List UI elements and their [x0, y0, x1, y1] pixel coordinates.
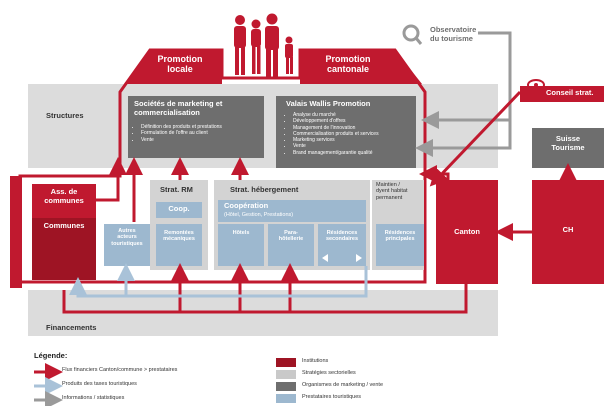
conseil-strat-label: Conseil strat. — [546, 88, 594, 97]
finance-flow-communes — [96, 157, 127, 202]
ch-box — [532, 180, 604, 284]
promotion-locale-label: Promotion locale — [157, 54, 203, 75]
promotion-locale-box — [124, 50, 222, 84]
coop-box — [156, 202, 202, 218]
valais-item: Commercialisation produits et services — [293, 131, 421, 137]
parahotellerie-label: Para- hôtellerie — [278, 230, 304, 243]
valais-wallis-box — [276, 96, 416, 168]
societes-marketing-box — [128, 96, 264, 158]
societes-item: Vente — [141, 137, 269, 143]
cooperation-sub-label: (Hôtel, Gestion, Prestations) — [224, 212, 294, 218]
autres-acteurs-box — [104, 224, 150, 266]
legend-strategies-swatch — [276, 370, 296, 379]
hotels-box — [218, 224, 264, 266]
societes-list: Définition des produits et prestations F… — [134, 124, 269, 143]
tax-flow — [69, 266, 368, 298]
valais-item: Management de l'innovation — [293, 125, 421, 131]
valais-item: Marketing services — [293, 137, 421, 143]
ch-label: CH — [562, 225, 574, 234]
promotion-cantonale-box — [300, 50, 422, 84]
strat-rm-label: Strat. RM — [160, 185, 193, 194]
finance-flow-main — [62, 284, 468, 314]
observatory-label: Observatoire du tourisme — [430, 25, 477, 43]
canton-box — [436, 180, 498, 284]
canton-label: Canton — [454, 227, 480, 236]
legend-title: Légende: — [34, 351, 68, 360]
promotion-cantonale-label: Promotion cantonale — [325, 54, 371, 75]
suisse-tourisme-label: Suisse Tourisme — [551, 134, 585, 152]
residences-principales-box — [376, 224, 424, 266]
strat-hebergement-label: Strat. hébergement — [230, 185, 299, 194]
destinations-label: DESTINATIONS — [2, 207, 10, 256]
coop-label: Coop. — [168, 204, 190, 213]
societes-title: Sociétés de marketing et commercialisati… — [134, 99, 223, 117]
societes-item: Définition des produits et prestations — [141, 124, 269, 130]
legend-prestataires-swatch — [276, 394, 296, 403]
conseil-strat-box — [520, 86, 604, 102]
legend-item: Stratégies sectorielles — [302, 370, 356, 376]
valais-item: Développement d'offres — [293, 118, 421, 124]
legend-item: Produits des taxes touristiques — [62, 381, 137, 387]
legend-organismes-swatch — [276, 382, 296, 391]
magnifier-icon — [402, 24, 423, 45]
legend-item: Flux financiers Canton/commune > prestat… — [62, 367, 178, 373]
cooperation-label: Coopération — [224, 201, 269, 210]
finance-flow-canton — [419, 165, 450, 183]
legend-item: Institutions — [302, 358, 329, 364]
communes-box — [32, 218, 96, 280]
hotels-label: Hôtels — [232, 230, 250, 236]
people-icon — [234, 13, 293, 77]
residences-principales-label: Résidences principales — [384, 230, 416, 243]
autres-acteurs-label: Autres acteurs touristiques — [111, 228, 143, 247]
ass-communes-box — [32, 184, 96, 218]
legend-item: Prestataires touristiques — [302, 394, 361, 400]
remontees-box — [156, 224, 202, 266]
legend-institutions-swatch — [276, 358, 296, 367]
financements-label: Financements — [46, 323, 97, 332]
valais-item: Vente — [293, 143, 421, 149]
communes-label: Communes — [43, 221, 85, 230]
residences-secondaires-label: Résidences secondaires — [325, 230, 359, 243]
valais-list: Analyse du marché Développement d'offres… — [286, 112, 421, 156]
societes-item: Formulation de l'offre au client — [141, 130, 269, 136]
valais-item: Brand management/garantie qualité — [293, 150, 421, 156]
suisse-tourisme-box — [532, 128, 604, 168]
destinations-band — [10, 176, 22, 288]
valais-item: Analyse du marché — [293, 112, 421, 118]
cooperation-box — [218, 200, 366, 222]
remontees-label: Remontées mécaniques — [163, 230, 195, 243]
legend-item: Organismes de marketing / vente — [302, 382, 384, 388]
structures-label: Structures — [46, 111, 84, 120]
valais-title: Valais Wallis Promotion — [286, 99, 371, 108]
legend-item: Informations / statistiques — [62, 395, 125, 401]
conseil-arrow — [429, 90, 522, 187]
parahotellerie-box — [268, 224, 314, 266]
ass-communes-label: Ass. de communes — [44, 187, 84, 205]
maintien-label: Maintien / dyent habitat permanent — [376, 182, 408, 201]
